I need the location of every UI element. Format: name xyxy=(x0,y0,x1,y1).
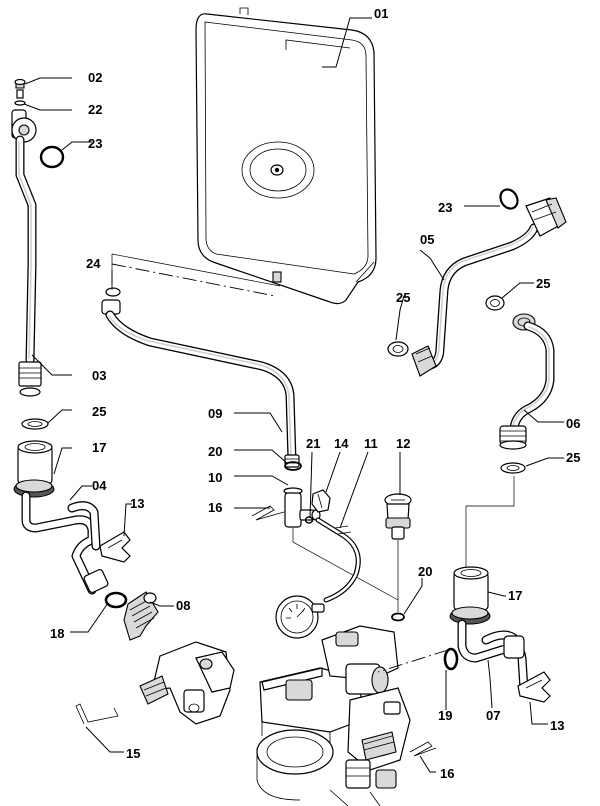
clip-15 xyxy=(75,703,119,725)
washer-25-right-c xyxy=(500,462,526,474)
label-20-upper: 20 xyxy=(208,444,222,459)
label-25-right-a: 25 xyxy=(396,290,410,305)
washer-25-left xyxy=(21,418,49,430)
label-17-left: 17 xyxy=(92,440,106,455)
label-22: 22 xyxy=(88,102,102,117)
label-04: 04 xyxy=(92,478,107,493)
label-10: 10 xyxy=(208,470,222,485)
valve-08 xyxy=(123,591,159,641)
label-08: 08 xyxy=(176,598,190,613)
label-06: 06 xyxy=(566,416,580,431)
o-ring-23-right xyxy=(499,188,519,210)
o-ring-20-lower xyxy=(391,612,405,622)
washer-24 xyxy=(105,287,121,297)
label-13-left: 13 xyxy=(130,496,144,511)
clip-16-lower xyxy=(409,741,437,757)
expansion-vessel xyxy=(195,7,377,305)
label-16-upper: 16 xyxy=(208,500,222,515)
o-ring-19 xyxy=(443,647,459,671)
o-ring-18 xyxy=(104,591,128,609)
pressure-gauge-11 xyxy=(275,517,361,639)
pump-assembly xyxy=(256,625,411,806)
part-labels: 01 02 22 23 03 25 17 04 13 18 08 15 24 0… xyxy=(50,6,580,781)
left-upper-pipe xyxy=(11,78,65,397)
label-01: 01 xyxy=(374,6,388,21)
label-05: 05 xyxy=(420,232,434,247)
o-ring-20-upper xyxy=(284,461,302,471)
label-23-right: 23 xyxy=(438,200,452,215)
label-12: 12 xyxy=(396,436,410,451)
label-03: 03 xyxy=(92,368,106,383)
label-25-right-b: 25 xyxy=(536,276,550,291)
right-lower-pipe-assembly xyxy=(449,566,551,703)
washer-25-right-b xyxy=(485,295,505,311)
clip-16-upper xyxy=(251,505,285,521)
label-13-right: 13 xyxy=(550,718,564,733)
label-17-right: 17 xyxy=(508,588,522,603)
air-vent-12 xyxy=(384,493,412,612)
label-21: 21 xyxy=(306,436,320,451)
label-09: 09 xyxy=(208,406,222,421)
label-11: 11 xyxy=(364,436,378,451)
tee-fitting-10 xyxy=(283,487,399,601)
label-16-lower: 16 xyxy=(440,766,454,781)
leader-lines xyxy=(23,17,564,773)
label-07: 07 xyxy=(486,708,500,723)
label-24: 24 xyxy=(86,256,101,271)
label-14: 14 xyxy=(334,436,349,451)
label-02: 02 xyxy=(88,70,102,85)
pipe-09 xyxy=(101,299,300,468)
clip-13-left xyxy=(99,531,131,563)
clip-14 xyxy=(311,489,331,513)
o-ring-21 xyxy=(304,516,314,524)
left-lower-pipe-assembly xyxy=(13,440,131,595)
o-ring-23-left xyxy=(39,145,65,169)
label-19: 19 xyxy=(438,708,452,723)
clip-13-right xyxy=(517,671,551,703)
label-20-lower: 20 xyxy=(418,564,432,579)
label-18: 18 xyxy=(50,626,64,641)
pipe-06 xyxy=(499,313,555,450)
label-23-left: 23 xyxy=(88,136,102,151)
label-25-right-c: 25 xyxy=(566,450,580,465)
pipe-05 xyxy=(411,197,567,377)
washer-25-right-a xyxy=(387,341,409,357)
label-15: 15 xyxy=(126,746,140,761)
valve-body-lower-left xyxy=(139,641,235,725)
label-25-left: 25 xyxy=(92,404,106,419)
